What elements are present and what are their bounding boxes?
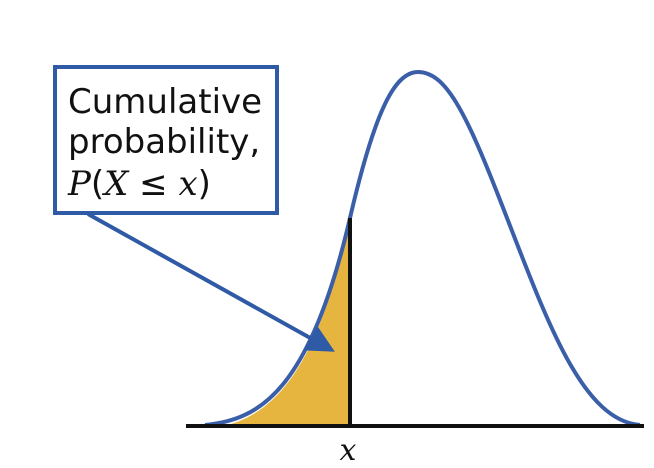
callout-box	[53, 65, 279, 215]
callout-x: x	[178, 164, 197, 204]
x-axis-label: x	[340, 433, 357, 468]
density-curve	[204, 69, 641, 427]
callout-leq: ≤	[128, 164, 178, 204]
callout-p: P	[67, 164, 92, 204]
callout-line-2: probability,	[68, 122, 260, 162]
callout-line-1: Cumulative	[68, 82, 262, 122]
arrow-pointer-icon	[87, 212, 335, 352]
callout-open-paren: (	[91, 164, 104, 204]
cumulative-area	[228, 218, 350, 425]
callout-X: X	[101, 164, 130, 204]
callout-line-3: P(X ≤ x)	[67, 164, 211, 204]
callout-close-paren: )	[198, 164, 211, 204]
